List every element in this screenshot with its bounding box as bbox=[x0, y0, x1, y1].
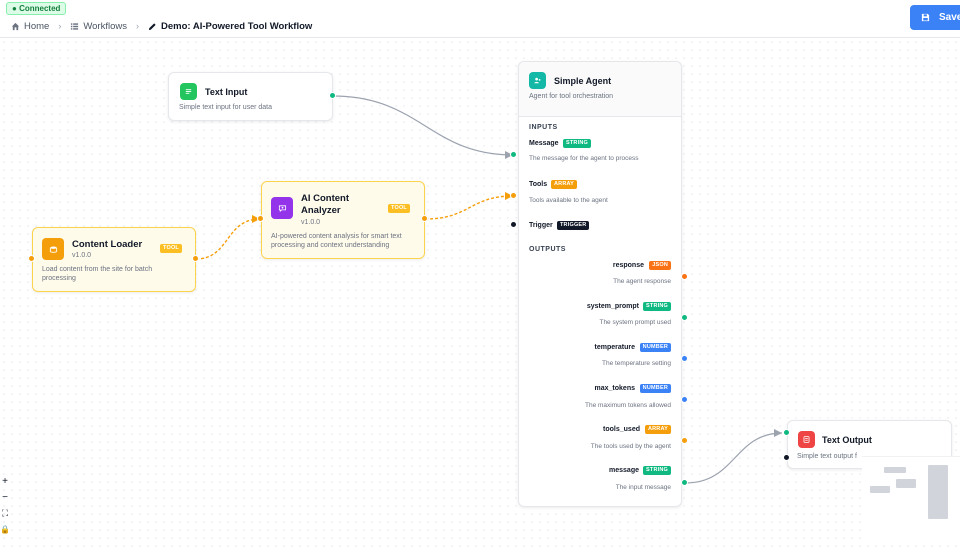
minimap[interactable] bbox=[862, 456, 960, 540]
output-message-label: message bbox=[609, 467, 639, 474]
agent-output-message-handle[interactable] bbox=[681, 479, 688, 486]
save-icon bbox=[921, 13, 930, 22]
node-description: Simple text input for user data bbox=[179, 104, 272, 111]
agent-header bbox=[519, 62, 681, 117]
type-tag-trigger: TRIGGER bbox=[557, 221, 590, 230]
tool-tag: TOOL bbox=[388, 204, 410, 213]
output-system-prompt-label: system_prompt bbox=[586, 303, 639, 310]
node-title: Simple Agent bbox=[554, 76, 612, 86]
ai-analyzer-output-handle[interactable] bbox=[421, 215, 428, 222]
workflow-canvas[interactable] bbox=[0, 38, 960, 550]
minimap-node bbox=[896, 479, 916, 488]
input-message-label: Message bbox=[529, 140, 559, 147]
type-tag-number: NUMBER bbox=[639, 384, 671, 393]
text-input-output-handle[interactable] bbox=[329, 92, 336, 99]
node-description: Load content from the site for batch pro… bbox=[42, 266, 153, 282]
connection-status-badge: ● Connected bbox=[6, 2, 67, 15]
output-icon bbox=[798, 431, 815, 448]
minimap-node bbox=[870, 486, 890, 493]
content-loader-output-handle[interactable] bbox=[192, 255, 199, 262]
agent-output-system-prompt-handle[interactable] bbox=[681, 314, 688, 321]
breadcrumb-current: Demo: AI-Powered Tool Workflow bbox=[148, 21, 312, 32]
output-max-tokens-desc: The maximum tokens allowed bbox=[585, 402, 671, 409]
output-temperature-label: temperature bbox=[594, 344, 635, 351]
fit-view-button[interactable]: ⛶ bbox=[1, 507, 9, 518]
breadcrumb-workflows[interactable]: Workflows bbox=[70, 21, 127, 32]
node-description: Simple text output f bbox=[797, 453, 857, 460]
type-tag-string: STRING bbox=[643, 302, 671, 311]
output-response-desc: The agent response bbox=[613, 278, 671, 285]
agent-input-trigger-handle[interactable] bbox=[510, 221, 517, 228]
node-version: v1.0.0 bbox=[301, 219, 321, 226]
chevron-right-icon: › bbox=[58, 21, 62, 31]
type-tag-json: JSON bbox=[649, 261, 671, 270]
minimap-node bbox=[928, 465, 948, 519]
tool-tag: TOOL bbox=[160, 244, 182, 253]
input-tools-label: Tools bbox=[529, 181, 548, 188]
content-loader-input-handle[interactable] bbox=[28, 255, 35, 262]
lock-button[interactable]: 🔒 bbox=[0, 524, 10, 534]
simple-agent-node[interactable]: Simple Agent Agent for tool orchestratio… bbox=[518, 61, 682, 507]
input-message-desc: The message for the agent to process bbox=[529, 155, 639, 162]
node-title: Text Input bbox=[205, 87, 248, 97]
output-response-label: response bbox=[612, 262, 644, 269]
loader-icon bbox=[42, 238, 64, 260]
node-title: Text Output bbox=[822, 435, 872, 445]
type-tag-string: STRING bbox=[643, 466, 671, 475]
text-output-input-handle[interactable] bbox=[783, 429, 790, 436]
agent-icon bbox=[529, 72, 546, 89]
node-description: AI-powered content analysis for smart te… bbox=[271, 233, 402, 249]
agent-input-message-handle[interactable] bbox=[510, 151, 517, 158]
agent-input-tools-handle[interactable] bbox=[510, 192, 517, 199]
chat-analyze-icon bbox=[271, 197, 293, 219]
agent-output-response-handle[interactable] bbox=[681, 273, 688, 280]
ai-content-analyzer-node[interactable]: AI Content Analyzer v1.0.0 TOOL AI-power… bbox=[261, 181, 425, 259]
type-tag-array: ARRAY bbox=[644, 425, 671, 434]
text-input-node[interactable]: Text Input Simple text input for user da… bbox=[168, 72, 333, 121]
outputs-heading: OUTPUTS bbox=[529, 246, 566, 253]
text-output-trigger-handle[interactable] bbox=[783, 454, 790, 461]
output-system-prompt-desc: The system prompt used bbox=[599, 319, 671, 326]
breadcrumb: Home › Workflows › Demo: AI-Powered Tool… bbox=[11, 19, 312, 33]
type-tag-array: ARRAY bbox=[551, 180, 578, 189]
node-version: v1.0.0 bbox=[72, 252, 92, 259]
input-tools-desc: Tools available to the agent bbox=[529, 197, 608, 204]
agent-output-max-tokens-handle[interactable] bbox=[681, 396, 688, 403]
agent-output-tools-used-handle[interactable] bbox=[681, 437, 688, 444]
text-lines-icon bbox=[180, 83, 197, 100]
home-icon bbox=[11, 22, 20, 30]
output-max-tokens-label: max_tokens bbox=[594, 385, 635, 392]
type-tag-string: STRING bbox=[563, 139, 591, 148]
pencil-icon bbox=[148, 22, 156, 30]
top-bar: ● Connected Home › Workflows › Demo: AI-… bbox=[0, 0, 960, 38]
input-trigger-label: Trigger bbox=[529, 222, 553, 229]
breadcrumb-home[interactable]: Home bbox=[11, 21, 49, 32]
node-description: Agent for tool orchestration bbox=[529, 93, 614, 100]
node-title: AI Content Analyzer bbox=[301, 193, 350, 216]
node-title: Content Loader bbox=[72, 239, 143, 250]
list-icon bbox=[71, 22, 79, 30]
ai-analyzer-input-handle[interactable] bbox=[257, 215, 264, 222]
content-loader-node[interactable]: Content Loader v1.0.0 TOOL Load content … bbox=[32, 227, 196, 292]
status-dot-icon: ● bbox=[12, 4, 17, 13]
save-button[interactable]: Save bbox=[910, 5, 960, 30]
output-tools-used-label: tools_used bbox=[603, 426, 640, 433]
zoom-out-button[interactable]: − bbox=[2, 491, 8, 503]
output-temperature-desc: The temperature setting bbox=[601, 360, 671, 367]
agent-output-temperature-handle[interactable] bbox=[681, 355, 688, 362]
minimap-node bbox=[884, 467, 906, 473]
chevron-right-icon: › bbox=[135, 21, 139, 31]
output-message-desc: The input message bbox=[615, 484, 671, 491]
inputs-heading: INPUTS bbox=[529, 124, 558, 131]
type-tag-number: NUMBER bbox=[639, 343, 671, 352]
output-tools-used-desc: The tools used by the agent bbox=[590, 443, 671, 450]
zoom-in-button[interactable]: + bbox=[2, 475, 8, 487]
